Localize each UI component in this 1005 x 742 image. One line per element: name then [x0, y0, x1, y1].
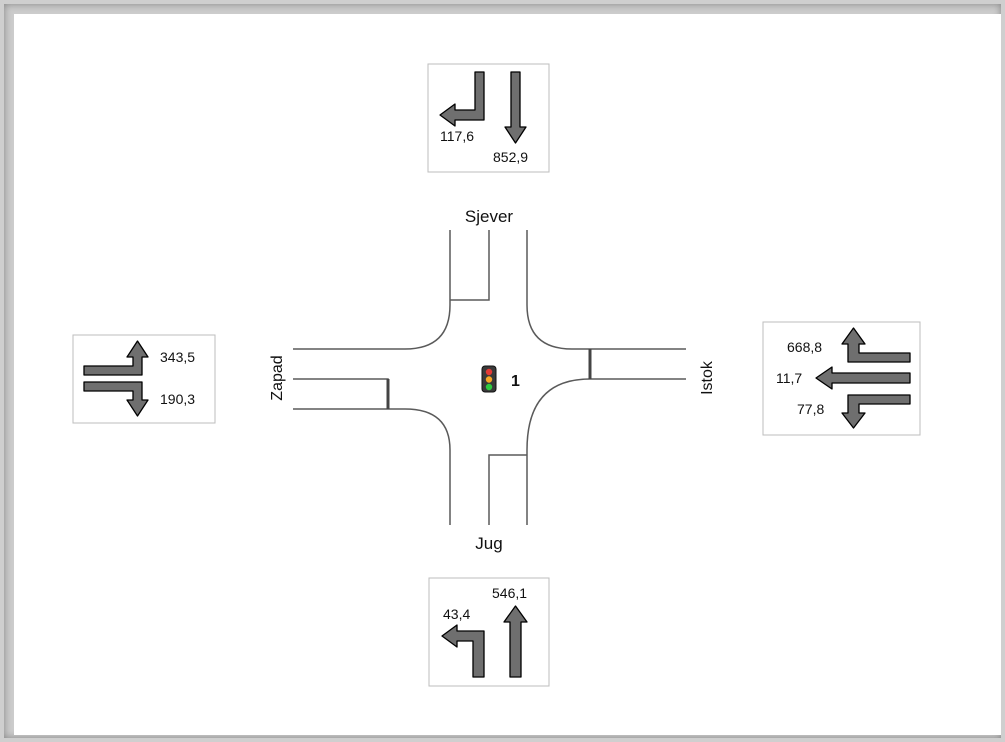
approach-label-south: Jug: [475, 534, 502, 553]
east-through-volume: 11,7: [776, 370, 802, 386]
east-left-turn-arrow-icon: [841, 394, 911, 429]
south-road-edge-right: [526, 378, 686, 525]
east-through-arrow-icon: [815, 366, 911, 390]
north-left-volume: 117,6: [440, 128, 474, 144]
south-road-edge-left: [293, 408, 451, 525]
signal-green-light: [485, 383, 493, 391]
north-flow-panel: 117,6 852,9: [427, 63, 550, 173]
north-median: [450, 230, 490, 301]
south-through-volume: 546,1: [492, 585, 527, 601]
east-left-volume: 77,8: [797, 401, 824, 417]
signal-red-light: [485, 368, 493, 376]
north-through-arrow-icon: [504, 71, 527, 144]
north-road-edge-left: [293, 230, 451, 350]
north-left-turn-arrow-icon: [439, 71, 485, 127]
approach-label-north: Sjever: [465, 207, 514, 226]
east-right-volume: 668,8: [787, 339, 822, 355]
south-flow-panel: 43,4 546,1: [428, 577, 550, 687]
west-left-volume: 343,5: [160, 349, 195, 365]
approach-label-west: Zapad: [269, 355, 286, 400]
south-left-turn-arrow-icon: [441, 624, 485, 678]
signal-id-label: 1: [511, 373, 520, 390]
south-median: [488, 454, 527, 525]
west-right-volume: 190,3: [160, 391, 195, 407]
west-left-turn-arrow-icon: [83, 340, 149, 376]
signal-yellow-light: [485, 376, 493, 383]
north-through-volume: 852,9: [493, 149, 528, 165]
north-road-edge-right: [526, 230, 686, 350]
east-right-turn-arrow-icon: [841, 327, 911, 363]
approach-label-east: Istok: [699, 360, 716, 395]
south-left-volume: 43,4: [443, 606, 470, 622]
west-median: [293, 378, 389, 409]
west-right-turn-arrow-icon: [83, 381, 149, 417]
south-through-arrow-icon: [503, 605, 528, 678]
east-flow-panel: 668,8 11,7 77,8: [762, 321, 921, 436]
west-flow-panel: 343,5 190,3: [72, 334, 216, 424]
traffic-signal-icon[interactable]: [481, 365, 497, 393]
